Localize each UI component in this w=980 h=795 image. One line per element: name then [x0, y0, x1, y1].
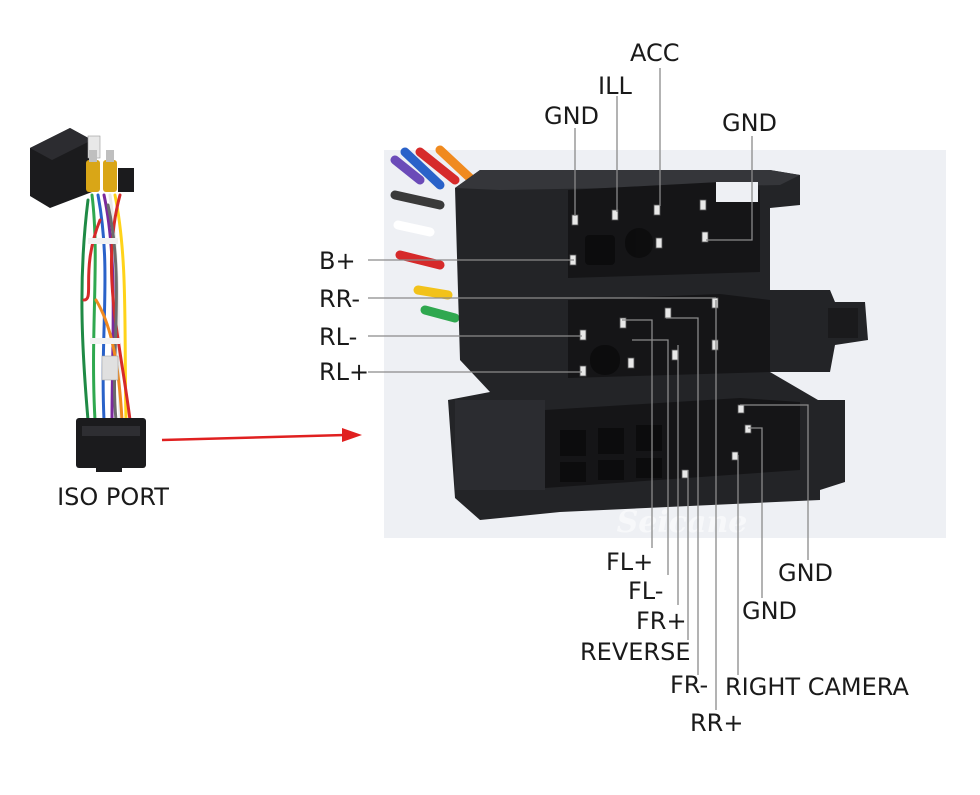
left-labels: B+ RR- RL- RL+ [319, 247, 369, 386]
pin-label-reverse: REVERSE [580, 638, 691, 666]
pin-contacts [569, 199, 752, 479]
pin-label-fr-minus: FR- [670, 671, 708, 699]
connector-photo [384, 145, 946, 538]
pin-label-b-plus: B+ [319, 247, 356, 275]
pin-label-rr-minus: RR- [319, 285, 360, 313]
pin-label-gnd-top-left: GND [544, 102, 599, 130]
bottom-labels: FL+ FL- FR+ REVERSE FR- RR+ RIGHT CAMERA… [580, 548, 909, 737]
pin-label-right-camera: RIGHT CAMERA [725, 673, 909, 701]
harness-image [30, 128, 146, 472]
pin-label-fr-plus: FR+ [636, 607, 687, 635]
pin-label-ill: ILL [598, 72, 632, 100]
pin-label-gnd-bottom-1: GND [742, 597, 797, 625]
pin-label-fl-plus: FL+ [606, 548, 653, 576]
pin-label-gnd-top-right: GND [722, 109, 777, 137]
pin-label-rr-plus: RR+ [690, 709, 743, 737]
top-labels: ACC ILL GND GND [544, 39, 777, 137]
pin-label-rl-plus: RL+ [319, 358, 369, 386]
pin-label-acc: ACC [630, 39, 680, 67]
watermark: Seicane [617, 505, 748, 540]
pin-label-fl-minus: FL- [628, 577, 663, 605]
leader-lines [368, 68, 809, 710]
arrow-icon [161, 428, 362, 442]
pin-label-rl-minus: RL- [319, 323, 357, 351]
pin-label-gnd-bottom-2: GND [778, 559, 833, 587]
iso-port-label: ISO PORT [57, 483, 169, 511]
